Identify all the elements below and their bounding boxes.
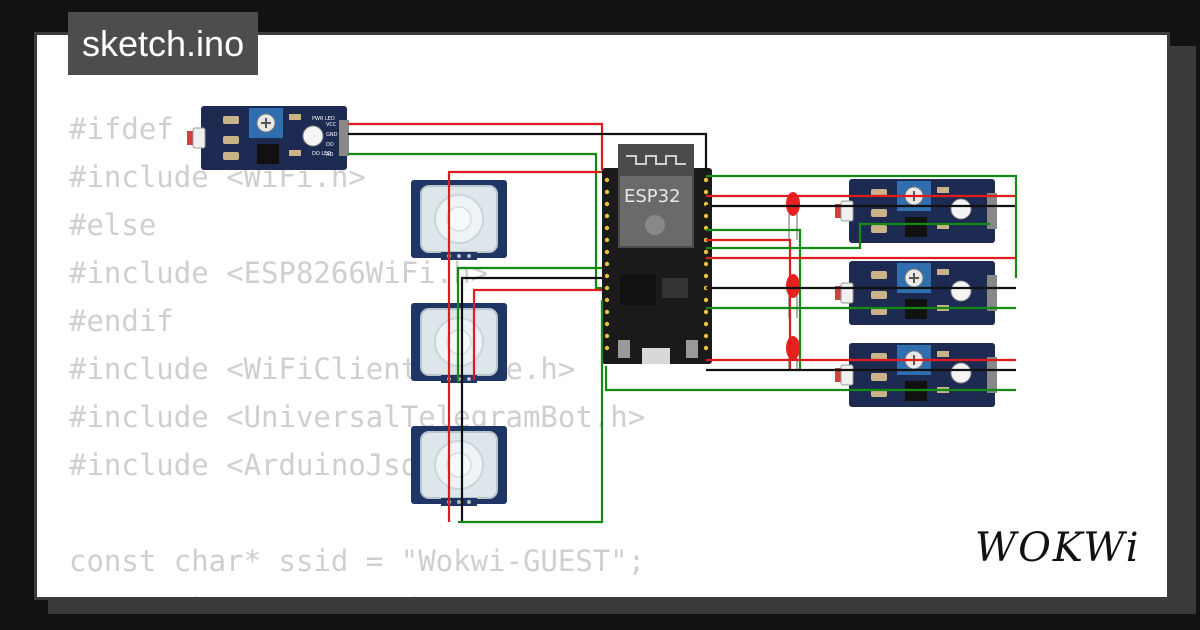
wire-green [706,174,1018,278]
module-label-do: DO LED [312,151,331,157]
code-line: #include <ESP8266WiFi.h> [69,256,489,290]
light-sensor-module[interactable] [834,260,998,326]
wire-green [706,222,990,250]
pir-sensor[interactable] [410,425,508,507]
code-line: #ifdef [69,112,174,146]
code-background: #ifdef#include <WiFi.h>#else#include <ES… [69,105,646,597]
wire-green [456,266,602,382]
wire-black [460,276,602,522]
red-led[interactable] [786,336,800,370]
code-line: #include <WiFiClientSecure.h> [69,352,576,386]
wire-red [447,170,602,522]
esp32-board[interactable]: ESP32 [602,144,712,364]
light-sensor-module[interactable]: PWR LED DO LED VCC GND DO AO [186,105,350,171]
light-sensor-module[interactable] [834,342,998,408]
module-label-pwr: PWR LED [312,116,335,122]
red-led[interactable] [786,192,800,240]
wire-green [604,366,1016,392]
pin-label-vcc: VCC [326,122,337,128]
wire-green [458,300,604,524]
pir-sensor[interactable] [410,179,508,261]
pin-label-gnd: GND [326,132,338,138]
wire-green [348,152,602,290]
pin-label-ao: AO [326,152,333,158]
wire-black [348,132,708,172]
code-line: #else [69,208,157,242]
wires [348,122,1018,524]
wire-green [706,228,802,370]
code-line: #endif [69,304,174,338]
wire-red [472,288,602,380]
file-tab[interactable]: sketch.ino [68,12,259,75]
wokwi-logo: WOKWi [975,525,1141,571]
esp32-label: ESP32 [624,186,681,207]
code-line: const char* ssid = "Wokwi-GUEST"; [69,544,646,578]
wire-red [706,238,792,370]
code-line: const char* password = ""; [69,585,645,597]
red-led[interactable] [786,274,800,318]
pin-label-do: DO [326,142,334,148]
wire-red [348,122,604,170]
